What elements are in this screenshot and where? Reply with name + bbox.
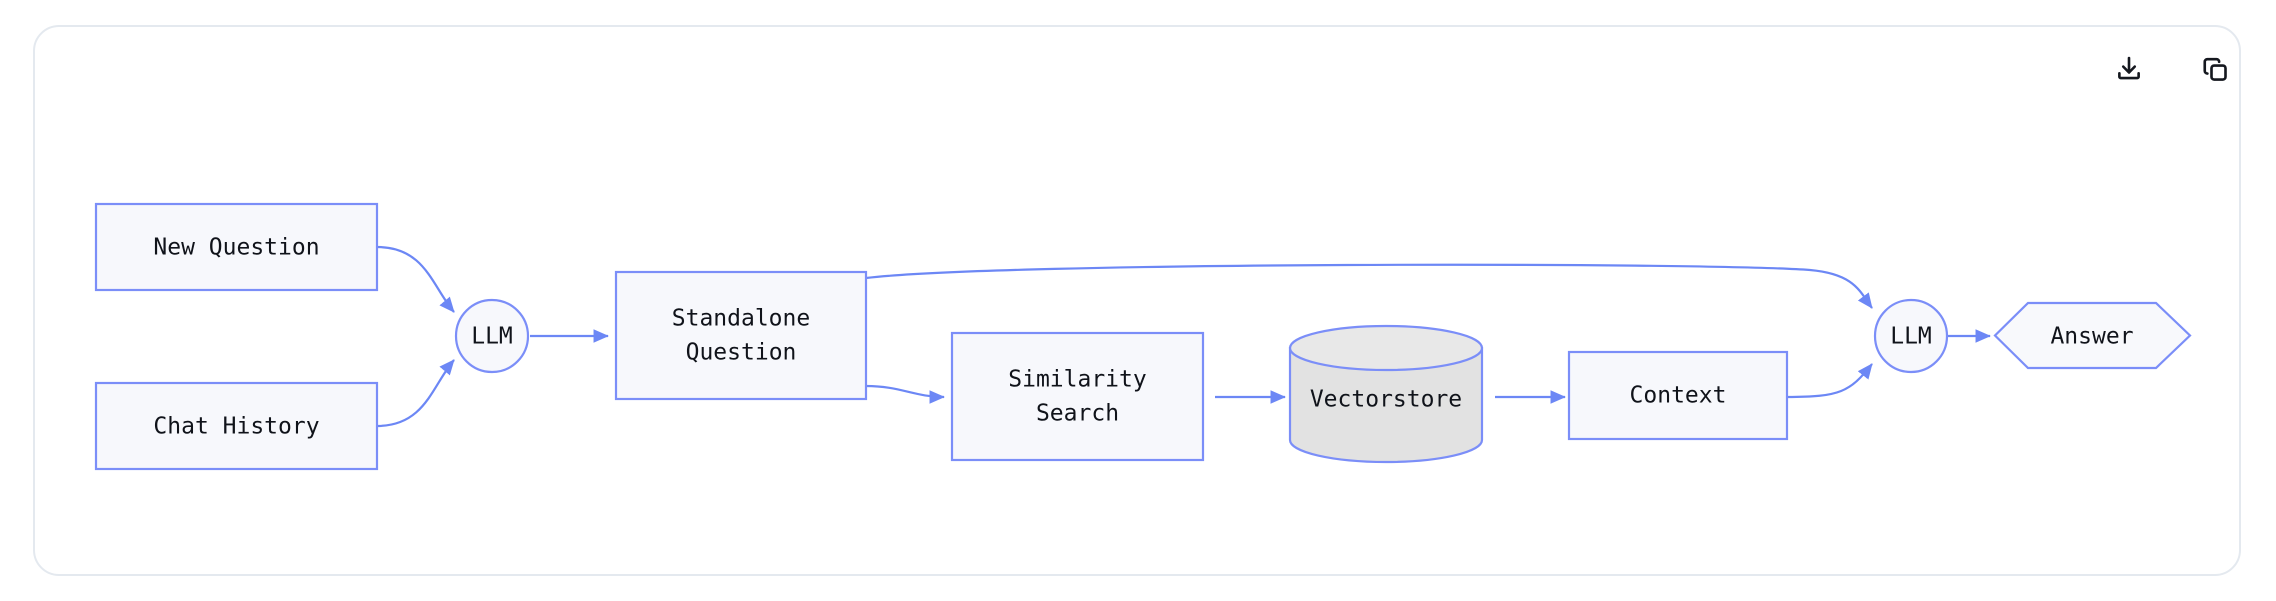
node-new-question-label: New Question: [153, 235, 319, 261]
diagram-toolbar: [2112, 52, 2232, 86]
copy-icon: [2200, 54, 2230, 84]
node-standalone-question[interactable]: Standalone Question: [614, 270, 868, 401]
node-vectorstore[interactable]: Vectorstore: [1288, 324, 1484, 464]
node-standalone-question-label-line1: Standalone: [672, 306, 810, 332]
node-context-label: Context: [1630, 383, 1727, 409]
node-vectorstore-label: Vectorstore: [1310, 387, 1462, 413]
download-button[interactable]: [2112, 52, 2146, 86]
node-similarity-search-label-line2: Search: [1036, 401, 1119, 427]
node-similarity-search-label-line1: Similarity: [1008, 367, 1146, 393]
node-chat-history[interactable]: Chat History: [94, 381, 379, 471]
node-standalone-question-label-line2: Question: [686, 340, 797, 366]
node-chat-history-label: Chat History: [153, 414, 319, 440]
node-answer[interactable]: Answer: [1993, 301, 2192, 370]
node-new-question[interactable]: New Question: [94, 202, 379, 292]
node-llm-2-label: LLM: [1890, 324, 1932, 350]
copy-button[interactable]: [2198, 52, 2232, 86]
node-similarity-search[interactable]: Similarity Search: [950, 331, 1205, 462]
node-llm-2[interactable]: LLM: [1873, 298, 1949, 374]
node-llm-1[interactable]: LLM: [454, 298, 530, 374]
node-context[interactable]: Context: [1567, 350, 1789, 441]
node-answer-label: Answer: [2050, 324, 2133, 350]
download-icon: [2114, 54, 2144, 84]
node-llm-1-label: LLM: [471, 324, 513, 350]
